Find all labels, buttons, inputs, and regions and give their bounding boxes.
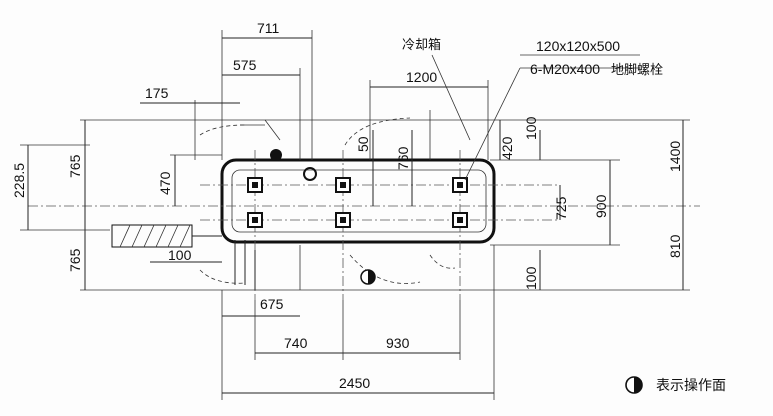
bolt-spec-count: 6-M20x400 (530, 61, 600, 77)
operation-side-marker (360, 269, 376, 285)
bolt-spec-type: 地脚螺栓 (611, 62, 663, 78)
dim-100-right: 100 (523, 266, 539, 290)
dim-675: 675 (260, 296, 284, 312)
base-inner-outline (231, 169, 487, 233)
pipe-hole-marker (303, 167, 317, 181)
dim-900: 900 (593, 194, 609, 218)
dim-765-top: 765 (67, 154, 83, 178)
hatched-column (111, 224, 222, 248)
machine-base (220, 158, 496, 244)
dim-2450: 2450 (339, 375, 370, 391)
dim-765-bottom: 765 (67, 248, 83, 272)
anchor-bolts (247, 177, 468, 228)
pipe-hole-marker (270, 149, 282, 161)
dim-930: 930 (386, 335, 410, 351)
dim-470: 470 (157, 171, 173, 195)
clearance-arcs (199, 117, 456, 284)
cooling-box-label: 冷却箱 (402, 37, 441, 53)
dim-100-left: 100 (168, 247, 192, 263)
dim-810: 810 (667, 234, 683, 258)
legend-label: 表示操作面 (656, 378, 726, 394)
dim-1400: 1400 (667, 141, 683, 172)
dim-100-top: 100 (523, 116, 539, 140)
dim-420: 420 (499, 136, 515, 160)
bolt-spec-size: 120x120x500 (536, 38, 620, 54)
dim-575: 575 (233, 57, 257, 73)
dim-760: 760 (395, 146, 411, 170)
base-outline (220, 158, 496, 244)
dimension-lines (20, 30, 690, 400)
dim-50: 50 (355, 136, 371, 152)
dim-175: 175 (145, 85, 169, 101)
dimension-labels: 711 575 175 冷却箱 120x120x500 6-M20x400 地脚… (11, 20, 683, 391)
legend: 表示操作面 (625, 376, 726, 394)
dim-725: 725 (553, 196, 569, 220)
dim-711: 711 (257, 20, 280, 36)
dim-740: 740 (284, 335, 308, 351)
dim-1200: 1200 (406, 69, 437, 85)
dim-228-5: 228.5 (11, 163, 27, 198)
